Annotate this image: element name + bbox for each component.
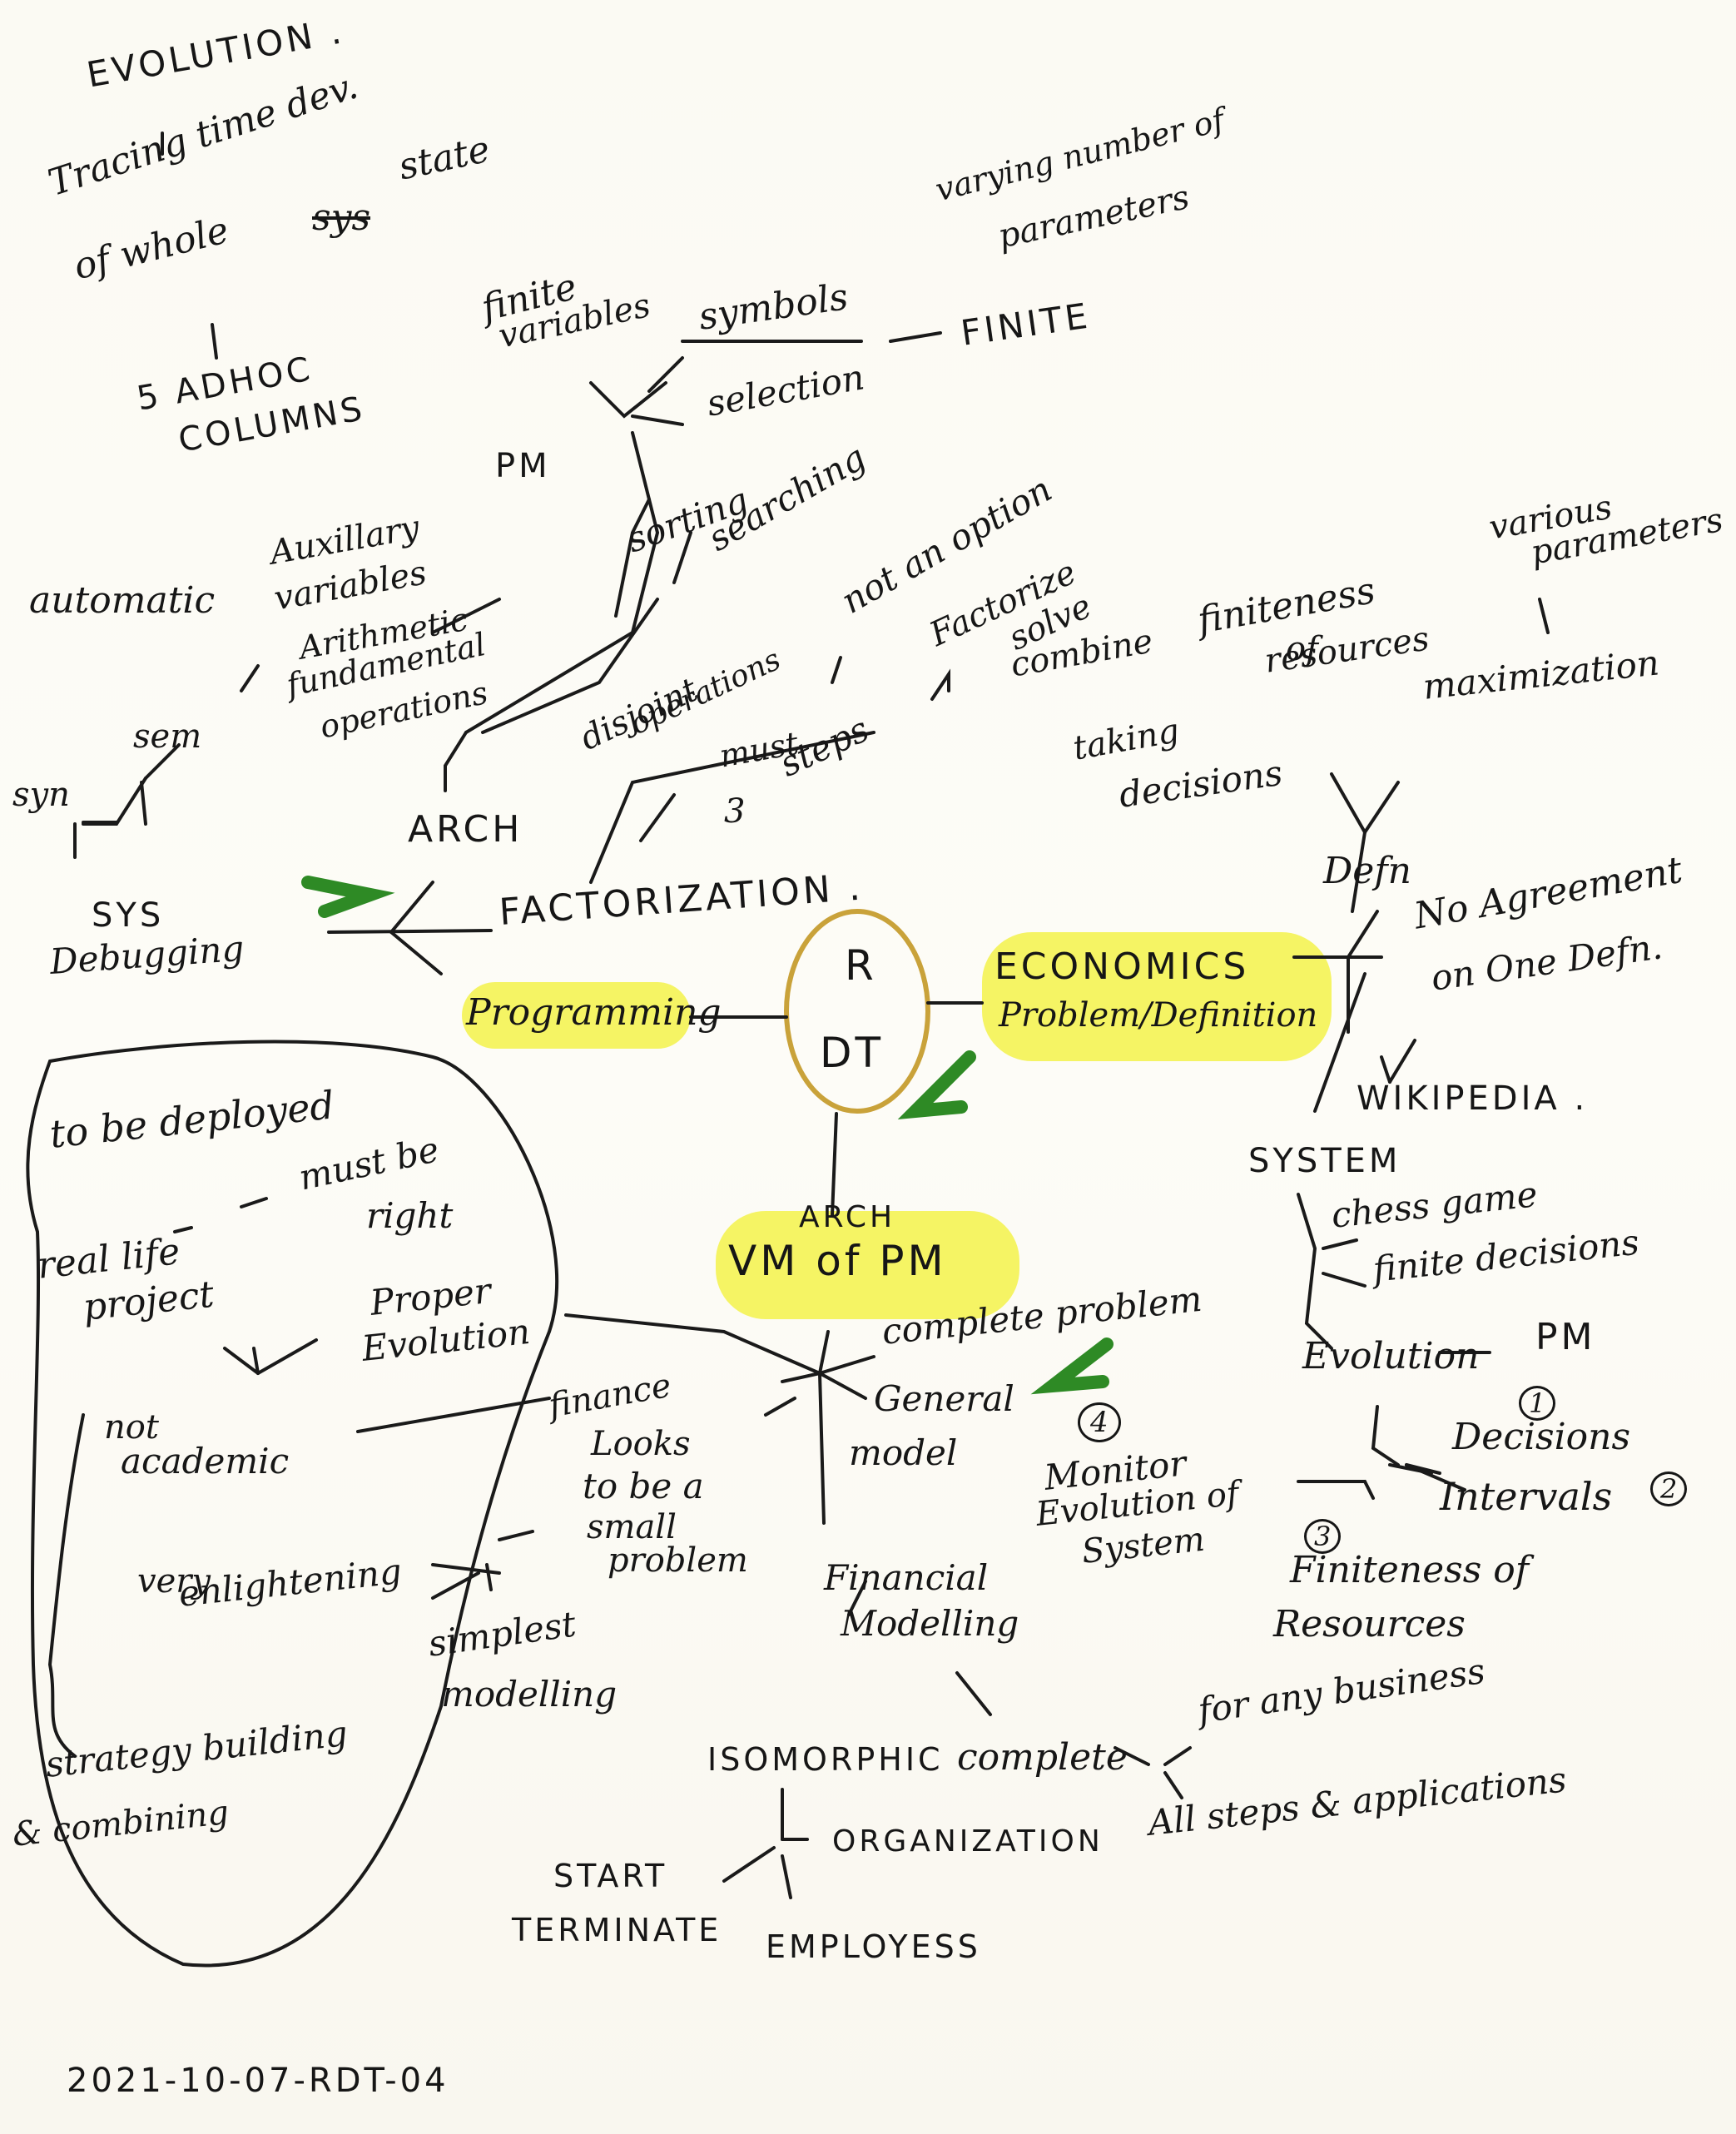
three-label: 3 — [724, 792, 746, 831]
general-label: General — [874, 1378, 1014, 1419]
note-id: 2021-10-07-RDT-04 — [67, 2062, 449, 2100]
arch-label: ARCH — [408, 808, 523, 851]
center-r: R — [845, 941, 877, 990]
economics-label: ECONOMICS — [994, 945, 1250, 988]
right-label: right — [366, 1195, 454, 1236]
number-4: 4 — [1078, 1402, 1121, 1442]
not-label: not — [104, 1408, 159, 1447]
pm-label: PM — [495, 447, 551, 485]
isomorphic-label: ISOMORPHIC — [707, 1741, 944, 1778]
small-label: small — [587, 1508, 677, 1546]
green-arrow-left — [301, 876, 395, 918]
syn-label: syn — [12, 776, 70, 814]
finiteness-of-label: of — [1286, 630, 1318, 668]
looks-label: Looks — [591, 1425, 691, 1463]
green-arrow-center — [897, 1050, 976, 1119]
automatic-label: automatic — [29, 579, 216, 622]
green-arrow-general — [1030, 1337, 1114, 1395]
programming-label: Programming — [466, 991, 722, 1034]
number-1: 1 — [1519, 1386, 1556, 1421]
wikipedia-label: WIKIPEDIA . — [1357, 1079, 1589, 1118]
center-ellipse — [784, 909, 930, 1114]
start-label: START — [553, 1858, 668, 1894]
defn-label: Defn — [1323, 850, 1411, 892]
sem-label: sem — [133, 717, 202, 756]
terminate-label: TERMINATE — [512, 1912, 722, 1948]
number-3: 3 — [1304, 1519, 1342, 1554]
complete-label: complete — [957, 1736, 1128, 1779]
financial-label: Financial — [824, 1557, 989, 1598]
vm-of-pm-label: VM of PM — [728, 1237, 947, 1285]
resources-right-label: Resources — [1273, 1603, 1466, 1645]
number-2: 2 — [1650, 1471, 1688, 1506]
organization-label: ORGANIZATION — [832, 1824, 1104, 1859]
very-label: very — [137, 1562, 211, 1600]
problem-label: problem — [608, 1541, 748, 1580]
intervals-label: Intervals — [1440, 1474, 1613, 1519]
finiteness-of-right-label: Finiteness of — [1290, 1549, 1530, 1591]
employees-label: EMPLOYESS — [766, 1928, 981, 1965]
system-label: SYSTEM — [1248, 1142, 1401, 1180]
modelling-bottom-label: modelling — [441, 1674, 618, 1715]
evolution-right-label: Evolution — [1302, 1335, 1480, 1377]
problem-definition-label: Problem/Definition — [999, 996, 1318, 1035]
arch-bottom-label: ARCH — [799, 1200, 896, 1234]
highlight-economics — [982, 932, 1332, 1061]
highlight-vm-of-pm — [716, 1211, 1019, 1319]
decisions-right-label: Decisions — [1452, 1416, 1631, 1458]
academic-label: academic — [121, 1441, 290, 1481]
to-be-a-label: to be a — [583, 1466, 704, 1506]
center-dt: DT — [820, 1029, 885, 1077]
model-label: model — [849, 1432, 958, 1473]
sys-struck-label: sys — [312, 196, 371, 239]
highlight-programming — [462, 982, 691, 1049]
sys-label: SYS — [92, 896, 165, 935]
modelling-label: Modelling — [841, 1603, 1019, 1644]
pm-right-label: PM — [1535, 1316, 1596, 1358]
